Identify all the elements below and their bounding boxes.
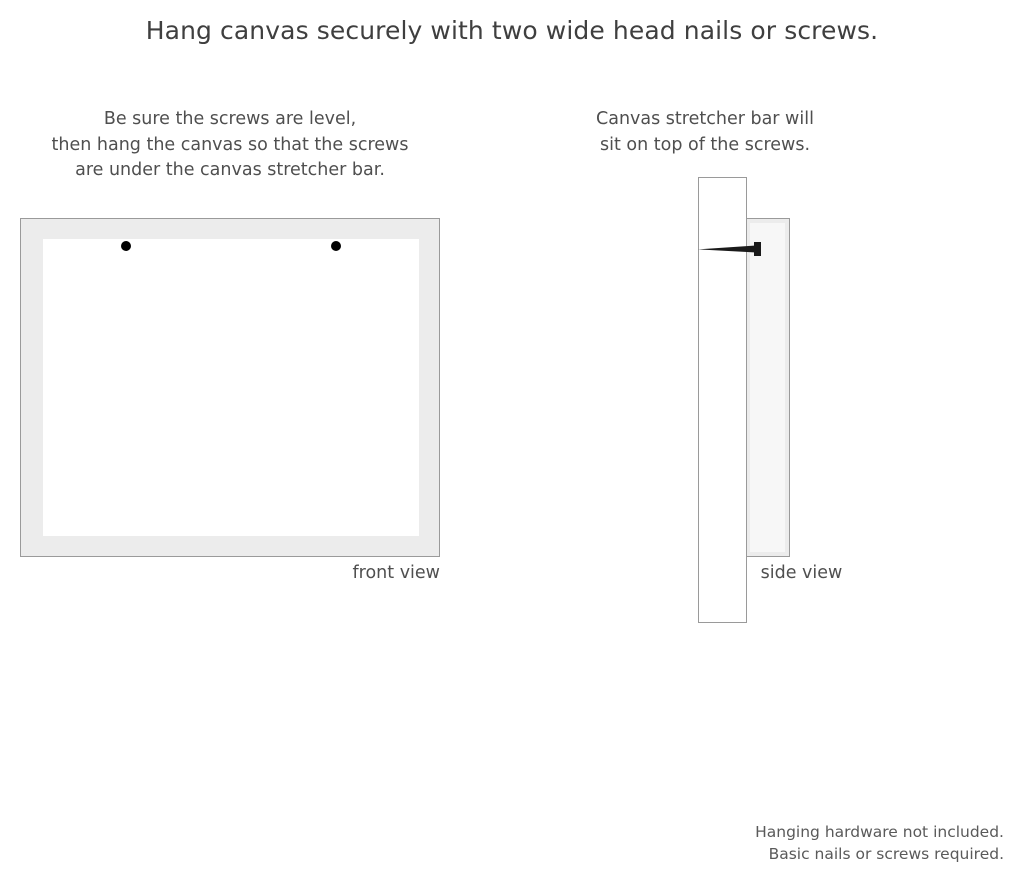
side-view-label: side view [760,563,843,583]
front-view-diagram [20,218,440,557]
canvas-face [43,239,419,536]
page-title: Hang canvas securely with two wide head … [145,16,879,45]
footer-line-2: Basic nails or screws required. [768,845,1004,863]
side-view-caption: Canvas stretcher bar will sit on top of … [560,107,850,158]
screw-head-dot-icon-left [121,241,131,251]
front-view-label: front view [352,563,441,583]
side-view-diagram [690,170,810,630]
stretcher-bar-face [750,223,785,552]
footer-note: Hanging hardware not included. Basic nai… [755,821,1004,865]
side-view-caption-line-1: Canvas stretcher bar will [596,109,814,129]
front-view-caption-line-2: then hang the canvas so that the screws [51,134,409,155]
tapered-nail-icon [698,242,761,256]
side-view-caption-line-2: sit on top of the screws. [599,134,811,155]
canvas-frame-front [20,218,440,557]
screw-head-dot-icon-right [331,241,341,251]
footer-line-1: Hanging hardware not included. [755,823,1004,841]
front-view-caption-line-3: are under the canvas stretcher bar. [75,160,385,180]
front-view-caption: Be sure the screws are level, then hang … [20,107,440,184]
front-view-caption-line-1: Be sure the screws are level, [103,109,357,129]
canvas-stretcher-bar [745,218,790,557]
